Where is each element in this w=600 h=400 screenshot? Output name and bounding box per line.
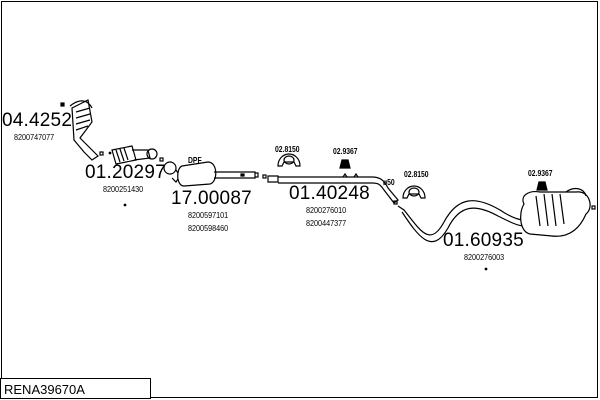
part-number: 17.00087 [171,188,252,209]
part-number: 01.40248 [289,183,370,204]
oem-number: 8200276010 [306,205,347,215]
part-number: 01.60935 [443,230,524,251]
dpf-part [163,161,267,187]
oem-number: 8200276003 [464,252,505,262]
accessory-number: 02.9367 [528,168,553,178]
oem-number: 8200597101 [188,210,229,220]
manifold-catalyst-part [60,99,99,161]
accessory-number: 02.9367 [333,146,358,156]
rear-silencer-part [393,187,596,243]
rubber-mount-icon [277,153,301,167]
rubber-hanger-icon [339,159,351,169]
oem-number: 8200447377 [306,218,347,228]
part-number: 01.20297 [85,162,166,183]
oem-number: 8200251430 [103,184,144,194]
oem-number: 8200598460 [188,223,229,233]
accessory-number: 02.8150 [275,144,300,154]
front-pipe-part [99,145,164,165]
accessory-number: 02.8150 [404,169,429,179]
part-number: 04.4252 [2,110,73,131]
rubber-hanger-icon [536,181,548,191]
diameter-label: ø50 [383,177,395,187]
dpf-label: DPF [188,155,202,165]
rubber-mount-icon [402,185,426,199]
diagram-title: RENA39670A [0,378,151,399]
oem-number: 8200747077 [14,132,55,142]
